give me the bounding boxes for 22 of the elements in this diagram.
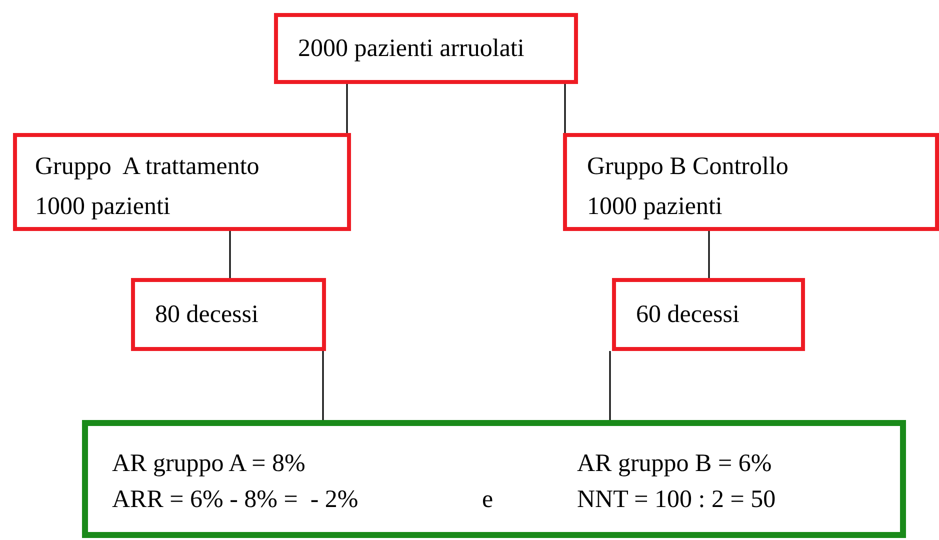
connector-line bbox=[564, 84, 566, 133]
box-label: Gruppo B Controllo 1000 pazienti bbox=[587, 152, 790, 222]
connector-line bbox=[708, 231, 710, 278]
box-label: Gruppo A trattamento 1000 pazienti bbox=[35, 152, 260, 222]
process-box bbox=[612, 278, 805, 351]
connector-line bbox=[229, 231, 231, 278]
formula-text: AR gruppo A = 8% bbox=[112, 449, 306, 479]
connector-line bbox=[322, 351, 324, 420]
formula-text: ARR = 6% - 8% = - 2% bbox=[112, 485, 360, 515]
connector-line bbox=[609, 351, 611, 420]
box-label: 2000 pazienti arruolati bbox=[298, 34, 526, 64]
process-box bbox=[274, 13, 578, 84]
process-box bbox=[131, 278, 326, 351]
connector-line bbox=[346, 84, 348, 133]
result-box bbox=[82, 420, 906, 538]
formula-text: AR gruppo B = 6% bbox=[577, 449, 773, 479]
box-label: 60 decessi bbox=[636, 300, 740, 330]
process-box bbox=[563, 133, 939, 231]
process-box bbox=[13, 133, 351, 231]
formula-text: NNT = 100 : 2 = 50 bbox=[577, 485, 776, 515]
formula-text: e bbox=[482, 485, 494, 515]
box-label: 80 decessi bbox=[155, 300, 260, 330]
